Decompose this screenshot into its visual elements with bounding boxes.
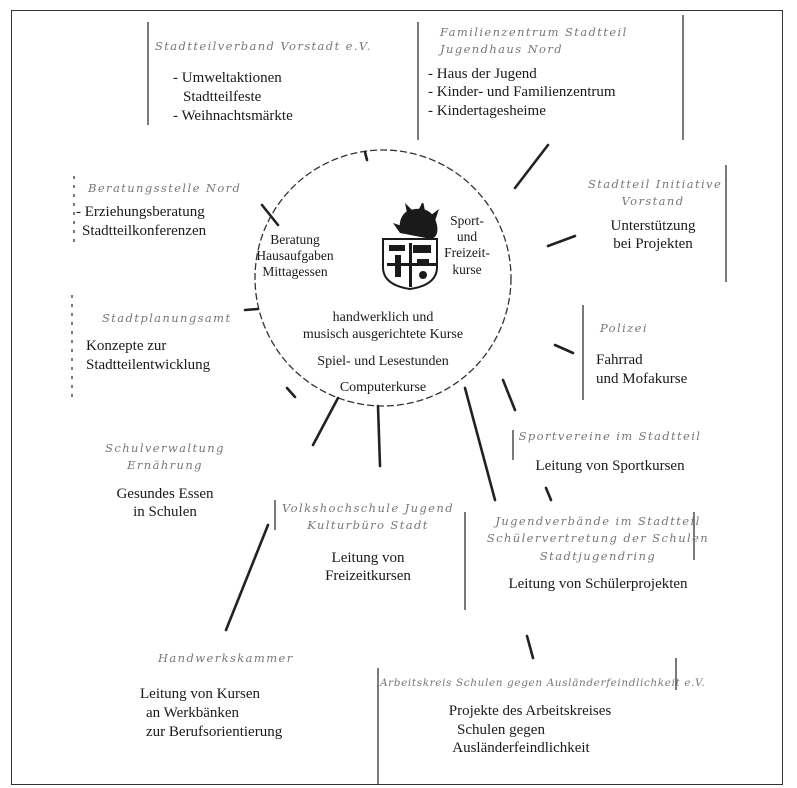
center-line: Spiel- und Lesestunden [317,353,449,369]
center-circle [254,149,512,407]
center-right-line: und [456,229,478,245]
connector-left-lower-b [311,396,340,447]
partner-label: Schulverwaltung [105,441,225,455]
block-item: Stadtteilentwicklung [86,357,211,373]
block-item: und Mofakurse [596,371,688,387]
center-right-text: Sport- und Freizeit- kurse [442,213,492,278]
partner-label: Familienzentrum Stadtteil [440,25,628,39]
center-left-line: Hausaufgaben [256,248,334,264]
partner-label: Beratungsstelle Nord [88,181,242,195]
partner-label: Sportvereine im Stadtteil [518,429,702,443]
center-left-text: Beratung Hausaufgaben Mittagessen [250,232,340,281]
center-left-line: Mittagessen [262,264,328,280]
block-top-left: Stadtteilverband Vorstadt e.V. - Umwelta… [155,38,372,126]
block-item: Leitung von Kursen [140,686,260,703]
block-item: Gesundes Essen [116,485,214,502]
connector-bottom-center [376,404,382,468]
partner-label: Volkshochschule Jugend [282,501,454,515]
connector-right-middle [553,343,575,355]
block-left-lower: Schulverwaltung Ernährung Gesundes Essen… [100,440,230,522]
center-line: musisch ausgerichtete Kurse [302,326,464,342]
block-item: zur Berufsorientierung [146,723,283,740]
block-item: Ausländerfeindlichkeit [452,740,590,757]
block-item: Leitung von Sportkursen [535,458,685,475]
center-right-line: Sport- [450,213,484,228]
block-item: Stadtteilkonferenzen [82,223,207,239]
block-item: Freizeitkursen [325,568,411,585]
block-right-middle: Polizei Fahrrad und Mofakurse [596,320,687,389]
partner-label: Schülervertretung der Schulen [486,531,710,546]
block-item: - Umweltaktionen [173,70,282,87]
block-item: an Werkbänken [146,705,240,721]
center-line: handwerklich und [332,310,434,325]
connector-left-upper [260,203,280,227]
block-item: bei Projekten [613,236,693,253]
connector-bottom-right [525,634,535,660]
connector-right-sport-a [501,378,517,412]
block-right-sport: Sportvereine im Stadtteil Leitung von Sp… [515,428,705,476]
block-left-upper: Beratungsstelle Nord - Erziehungsberatun… [76,180,241,241]
block-right-projects: Jugendverbände im Stadtteil Schülervertr… [478,513,718,594]
block-right-upper: Stadtteil Initiative Vorstand Unterstütz… [588,176,723,254]
block-item: Konzepte zur [86,338,167,355]
connector-right-upper [546,234,577,248]
partner-label: Stadtjugendring [539,548,657,563]
block-top-right: Familienzentrum Stadtteil Jugendhaus Nor… [428,24,628,121]
connector-top-right [513,143,550,190]
diagram-frame [11,10,783,785]
partner-label: Jugendhaus Nord [440,42,564,57]
connector-right-sport-b [544,486,553,502]
connector-bottom-left [224,523,270,632]
partner-label: Kulturbüro Stadt [307,518,429,533]
partner-label: Ernährung [127,458,203,473]
block-item: Leitung von [331,549,405,566]
block-item: Fahrrad [596,352,643,369]
center-left-line: Beratung [270,232,320,247]
partner-label: Arbeitskreis Schulen gegen Ausländerfein… [380,677,706,689]
partner-label: Handwerkskammer [158,651,294,665]
partner-label: Jugendverbände im Stadtteil [495,514,701,528]
connector-left-middle [243,307,260,312]
block-item: Leitung von Schülerprojekten [508,575,688,592]
partner-label: Stadtteilverband Vorstadt e.V. [155,39,372,53]
block-bottom-left: Handwerkskammer Leitung von Kursen an We… [140,650,294,742]
block-item: - Haus der Jugend [428,65,537,82]
block-item: - Weihnachtsmärkte [173,107,293,124]
block-item: Projekte des Arbeitskreises [448,702,612,719]
center-right-line: kurse [452,261,482,277]
connector-left-lower-a [285,386,297,399]
block-item: - Erziehungsberatung [76,204,205,221]
block-item: in Schulen [133,504,197,521]
coat-of-arms-hedgehog-icon [375,201,445,296]
block-item: Unterstützung [610,217,696,234]
partner-label: Stadtplanungsamt [102,311,232,325]
block-item: - Kinder- und Familienzentrum [428,84,616,101]
center-line: Computerkurse [339,380,427,396]
center-right-line: Freizeit- [444,245,490,261]
connector-right-projects [463,386,497,502]
connector-top-left [363,150,369,162]
partner-label: Vorstand [621,194,685,209]
block-bottom-center: Volkshochschule Jugend Kulturbüro Stadt … [278,500,458,586]
center-lines: handwerklich und musisch ausgerichtete K… [298,310,468,397]
partner-label: Stadtteil Initiative [588,177,723,191]
block-bottom-right: Arbeitskreis Schulen gegen Ausländerfein… [380,676,706,758]
block-item: - Kindertagesheime [428,103,546,119]
partner-label: Polizei [600,321,648,335]
block-item: Schulen gegen [457,721,545,738]
block-item: Stadtteilfeste [183,89,262,105]
block-left-middle: Stadtplanungsamt Konzepte zur Stadtteile… [86,310,232,375]
